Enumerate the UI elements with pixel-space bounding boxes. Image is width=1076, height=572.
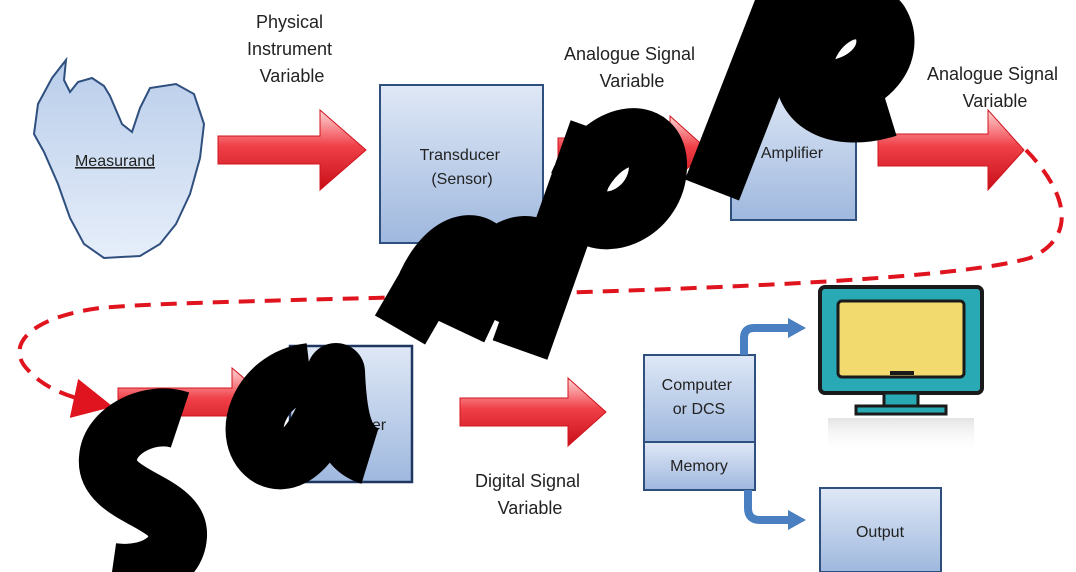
connector-to-output-head — [788, 510, 806, 530]
connector-to-monitor-head — [788, 318, 806, 338]
arrow-physical — [217, 108, 367, 192]
computer-label: Computer or DCS — [662, 377, 737, 418]
label-analogue-signal-1: Analogue Signal Variable — [564, 44, 700, 91]
memory-label: Memory — [670, 458, 728, 475]
label-analogue-signal-2: Analogue Signal Variable — [927, 64, 1063, 111]
output-box — [819, 487, 942, 572]
arrow-digital — [459, 376, 607, 448]
measurand-shape — [32, 56, 206, 260]
computer-box — [643, 354, 756, 443]
connector-to-output — [744, 490, 790, 524]
monitor-icon — [818, 285, 984, 454]
arrow-analogue-2 — [877, 108, 1025, 192]
memory-box — [643, 441, 756, 491]
output-label: Output — [856, 524, 905, 541]
sample-watermark — [79, 0, 915, 572]
label-digital-signal: Digital Signal Variable — [475, 471, 585, 518]
connector-to-monitor — [740, 324, 790, 355]
amplifier-label: Amplifier — [761, 145, 824, 162]
transducer-label: Transducer (Sensor) — [420, 147, 505, 188]
dashed-connector — [17, 148, 1064, 418]
measurand-label: Measurand — [75, 153, 155, 170]
label-physical-instrument-variable: Physical Instrument Variable — [247, 12, 337, 86]
